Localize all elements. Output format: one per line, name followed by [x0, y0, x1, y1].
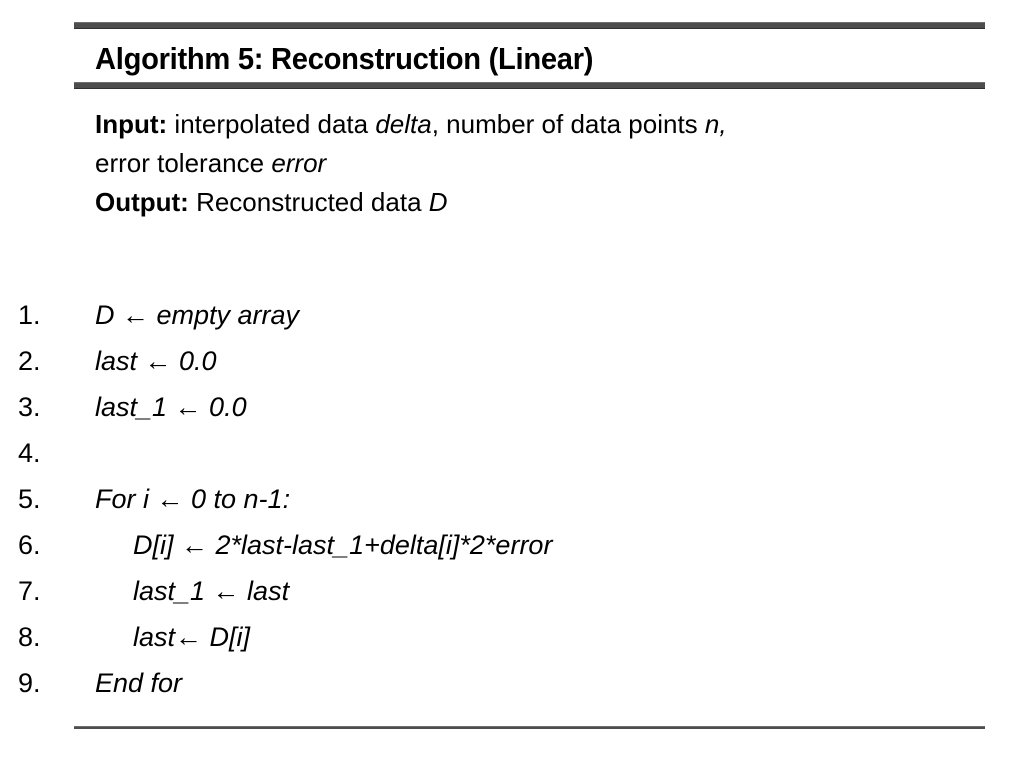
input-line-2: error tolerance error: [95, 144, 975, 183]
step-number: 1.: [18, 300, 41, 330]
output-label: Output:: [95, 187, 189, 217]
rule-under-title: [74, 82, 985, 89]
algorithm-step-row: 1. D ← empty array: [0, 292, 1024, 338]
output-text: Reconstructed data: [188, 187, 429, 217]
step-text: last_1 ← last: [133, 576, 290, 606]
input-var-delta: delta: [375, 109, 432, 139]
output-var-D: D: [428, 187, 448, 217]
step-text: last_1 ← 0.0: [95, 392, 247, 422]
step-text: last← D[i]: [133, 622, 251, 652]
algorithm-step-row: 3. last_1 ← 0.0: [0, 384, 1024, 430]
algorithm-step-row: 9. End for: [0, 660, 1024, 706]
output-line: Output: Reconstructed data D: [95, 183, 975, 222]
step-number: 4.: [18, 438, 41, 468]
input-text-3: error tolerance: [95, 148, 272, 178]
step-number: 5.: [18, 484, 41, 514]
step-number: 8.: [18, 622, 41, 652]
step-number: 7.: [18, 576, 41, 606]
algorithm-title: Algorithm 5: Reconstruction (Linear): [95, 41, 594, 76]
step-number: 3.: [18, 392, 41, 422]
step-text: D[i] ← 2*last-last_1+delta[i]*2*error: [133, 530, 553, 560]
algorithm-step-row: 6. D[i] ← 2*last-last_1+delta[i]*2*error: [0, 522, 1024, 568]
input-var-n: n,: [704, 109, 727, 139]
step-number: 2.: [18, 346, 41, 376]
rule-top: [74, 22, 985, 29]
step-number: 9.: [18, 668, 41, 698]
step-text: End for: [95, 668, 183, 698]
input-text-2: , number of data points: [431, 109, 705, 139]
input-label: Input:: [95, 109, 168, 139]
algorithm-step-row: 5. For i ← 0 to n-1:: [0, 476, 1024, 522]
input-var-error: error: [271, 148, 327, 178]
algorithm-steps-list: 1. D ← empty array 2. last ← 0.0 3. last_1 ← …: [0, 292, 1024, 706]
algorithm-step-row: 4.: [0, 430, 1024, 476]
step-number: 6.: [18, 530, 41, 560]
algorithm-step-row: 8. last← D[i]: [0, 614, 1024, 660]
step-text: For i ← 0 to n-1:: [95, 484, 291, 514]
algorithm-step-row: 2. last ← 0.0: [0, 338, 1024, 384]
input-line-1: Input: interpolated data delta, number o…: [95, 105, 975, 144]
step-text: last ← 0.0: [95, 346, 217, 376]
rule-bottom: [74, 726, 985, 729]
input-output-block: Input: interpolated data delta, number o…: [95, 105, 975, 222]
algorithm-step-row: 7. last_1 ← last: [0, 568, 1024, 614]
input-text-1: interpolated data: [167, 109, 376, 139]
step-text: D ← empty array: [95, 300, 300, 330]
